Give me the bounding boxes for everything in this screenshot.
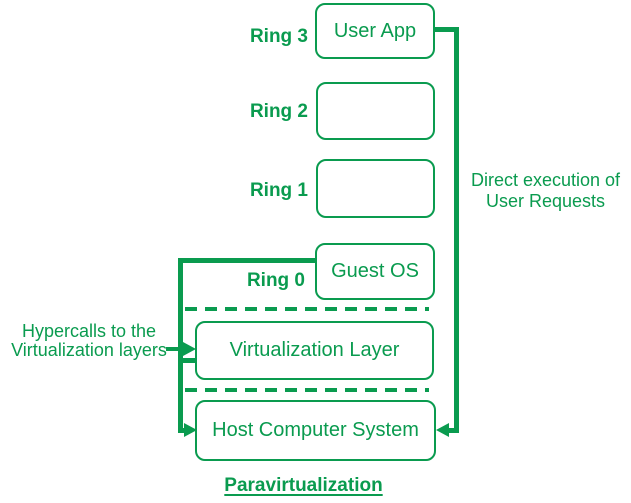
hypercalls-label-connector <box>166 347 184 351</box>
guest-os-box-label: Guest OS <box>331 260 419 282</box>
hypercalls-label: Hypercalls to the Virtualization layers <box>0 322 178 360</box>
ring1-label: Ring 1 <box>249 180 308 201</box>
hypercalls-virtualization-arrowhead-icon <box>183 342 196 356</box>
ring3-label: Ring 3 <box>249 26 308 47</box>
direct-execution-line-bottom <box>447 428 459 433</box>
diagram-title: Paravirtualization <box>224 475 383 496</box>
dashed-divider-bottom <box>185 388 429 392</box>
user-app-box: User App <box>315 3 435 59</box>
direct-execution-label-line1: Direct execution of <box>470 170 621 190</box>
ring2-box <box>316 82 435 140</box>
direct-execution-arrowhead-icon <box>436 423 449 437</box>
hypercalls-label-line1: Hypercalls to the <box>21 321 157 341</box>
hypercalls-host-arrowhead-icon <box>184 423 197 437</box>
hypercalls-virtualization-stub <box>178 358 197 363</box>
hypercalls-label-line2: Virtualization layers <box>11 340 167 360</box>
virtualization-layer-box-label: Virtualization Layer <box>229 339 400 361</box>
ring1-box <box>316 159 435 218</box>
ring2-label: Ring 2 <box>249 101 308 122</box>
hypercalls-line-bottom <box>178 428 186 433</box>
host-computer-system-box: Host Computer System <box>195 400 436 461</box>
user-app-box-label: User App <box>333 19 417 42</box>
direct-execution-label: Direct execution of User Requests <box>460 170 631 212</box>
hypercalls-line-top <box>178 258 315 263</box>
direct-execution-line-top <box>434 27 459 32</box>
hypercalls-line-vertical <box>178 258 183 433</box>
direct-execution-label-line2: User Requests <box>485 191 606 211</box>
virtualization-layer-box: Virtualization Layer <box>195 321 434 380</box>
guest-os-box: Guest OS <box>315 243 435 300</box>
ring0-label: Ring 0 <box>246 270 305 291</box>
direct-execution-line-vertical <box>454 27 459 433</box>
host-computer-system-box-label: Host Computer System <box>212 419 419 441</box>
dashed-divider-top <box>185 307 429 311</box>
